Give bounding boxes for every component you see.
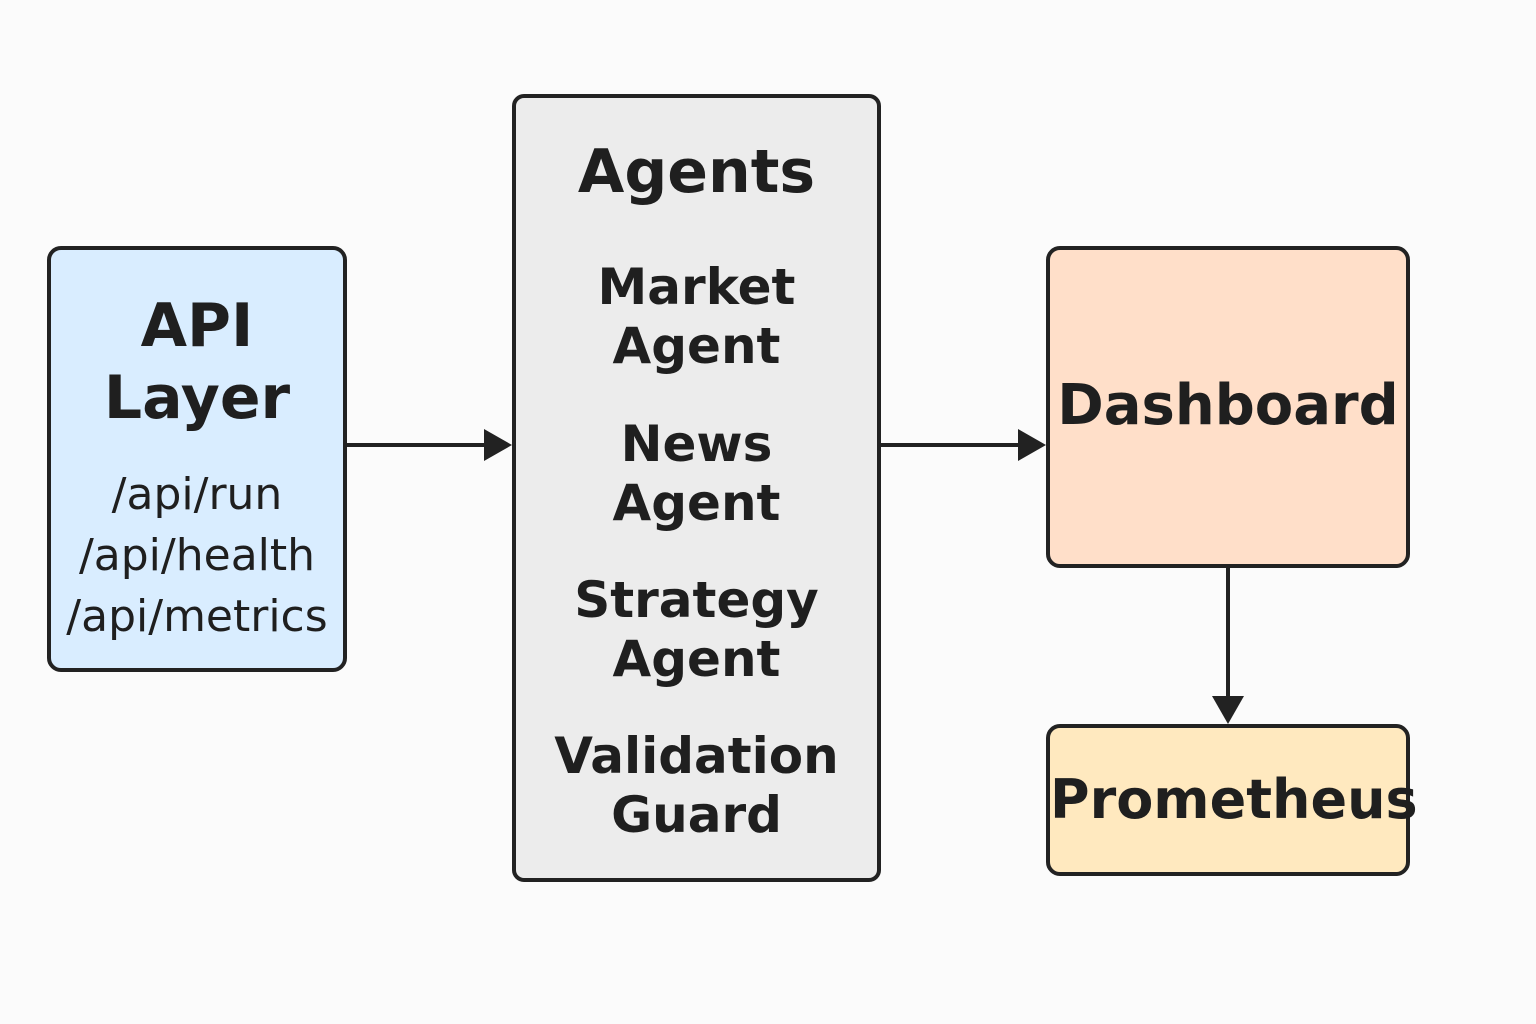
agents-title: Agents — [577, 137, 816, 207]
endpoint-run: /api/run — [111, 469, 283, 520]
strategy-agent-label-line-1: Strategy — [574, 571, 819, 629]
market-agent-label-line-1: Market — [597, 258, 796, 316]
prometheus-node: Prometheus — [1046, 724, 1418, 876]
market-agent-label-line-2: Agent — [612, 317, 781, 375]
agents-node: Agents Market Agent News Agent Strategy … — [512, 94, 881, 882]
news-agent-label-line-1: News — [620, 415, 773, 473]
api-layer-node: API Layer /api/run /api/health /api/metr… — [47, 246, 347, 672]
arrowhead-icon — [1212, 696, 1244, 724]
api-layer-title-line-2: Layer — [103, 363, 291, 433]
arrowhead-icon — [484, 429, 512, 461]
endpoint-health: /api/health — [78, 530, 316, 581]
api-layer-title-line-1: API — [140, 291, 254, 361]
edge-dashboard-to-prometheus — [1212, 568, 1244, 724]
news-agent-label-line-2: Agent — [612, 474, 781, 532]
endpoint-metrics: /api/metrics — [66, 591, 328, 642]
edge-agents-to-dashboard — [881, 429, 1046, 461]
arrowhead-icon — [1018, 429, 1046, 461]
dashboard-title: Dashboard — [1057, 373, 1399, 438]
validation-guard-label-line-1: Validation — [554, 727, 839, 785]
strategy-agent-label-line-2: Agent — [612, 630, 781, 688]
dashboard-node: Dashboard — [1046, 246, 1410, 568]
edge-api-to-agents — [347, 429, 512, 461]
prometheus-title: Prometheus — [1050, 768, 1418, 831]
validation-guard-label-line-2: Guard — [611, 786, 782, 844]
